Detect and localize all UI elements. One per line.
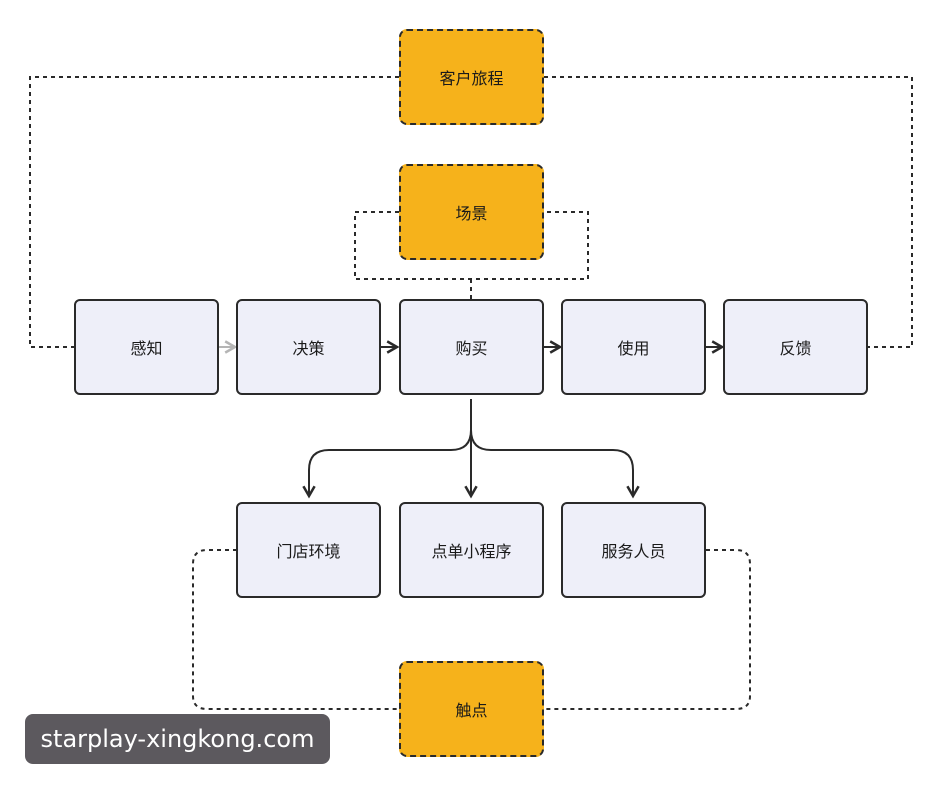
step-perceive: 感知 <box>74 299 219 395</box>
scene-tag: 场景 <box>399 164 544 260</box>
journey-tag: 客户旅程 <box>399 29 544 125</box>
step-feedback: 反馈 <box>723 299 868 395</box>
step-buy: 购买 <box>399 299 544 395</box>
journey-loop-right <box>544 76 913 348</box>
touchpoint-staff: 服务人员 <box>561 502 706 598</box>
touch-loop-left <box>192 549 399 710</box>
watermark: starplay-xingkong.com <box>25 714 330 764</box>
touch-loop-right <box>544 549 751 710</box>
branch-right <box>470 429 640 499</box>
journey-loop-left <box>29 76 399 348</box>
step-use: 使用 <box>561 299 706 395</box>
touch-tag: 触点 <box>399 661 544 757</box>
branch-left <box>302 429 472 499</box>
step-decide: 决策 <box>236 299 381 395</box>
touchpoint-miniprogram: 点单小程序 <box>399 502 544 598</box>
touchpoint-store: 门店环境 <box>236 502 381 598</box>
